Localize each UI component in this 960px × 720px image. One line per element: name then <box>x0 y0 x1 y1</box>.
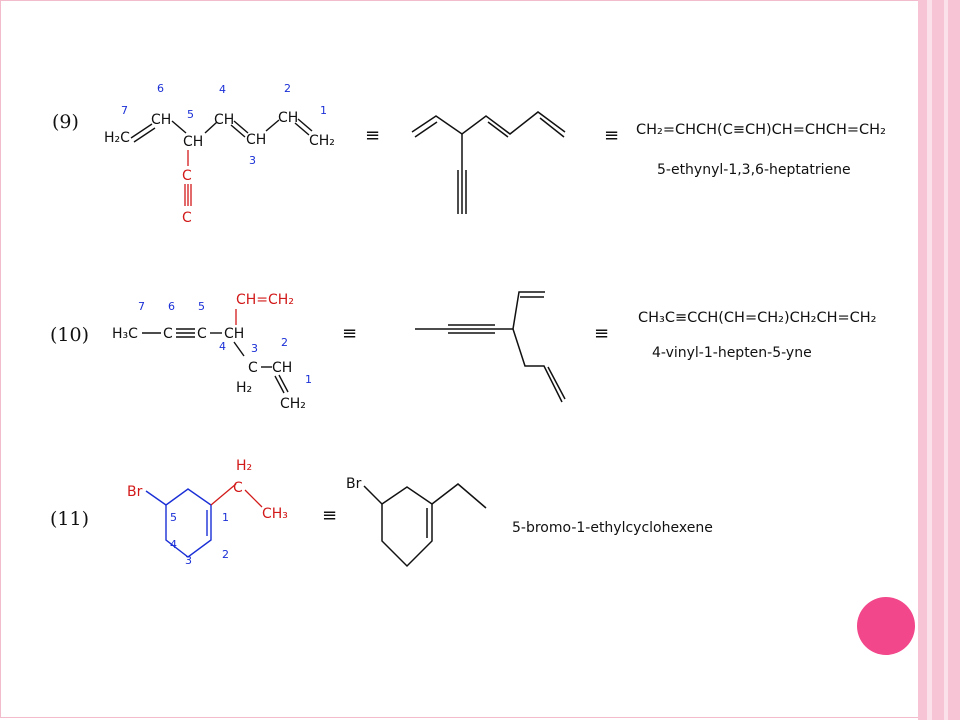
skeleton-double-bond <box>414 121 438 138</box>
skeleton-double-bond <box>547 366 566 400</box>
skeletal-structure: Br <box>346 476 487 568</box>
carbon-number: 5 <box>198 300 205 313</box>
double-bond <box>130 123 153 139</box>
atom-c2: CH <box>272 360 292 376</box>
example-label: (11) <box>50 508 89 530</box>
atom-alkyne-c: C <box>182 168 192 184</box>
molecular-formula: CH₃C≡CCH(CH=CH₂)CH₂CH=CH₂ <box>638 310 876 326</box>
skeletal-structure <box>415 291 566 403</box>
atom-h2: H₂ <box>236 458 252 474</box>
carbon-number: 4 <box>170 538 177 551</box>
carbon-number: 4 <box>219 340 226 353</box>
skeleton-ring <box>381 486 433 568</box>
atom-vinyl: CH=CH₂ <box>236 292 294 308</box>
atom-c4: CH <box>224 326 244 342</box>
equivalence-symbol: ≡ <box>365 125 380 146</box>
carbon-number: 1 <box>222 511 229 524</box>
skeleton-vinyl <box>512 291 545 330</box>
example-11: (11) Br H₂ C CH₃ 5 1 4 3 2 ≡ Br 5-bromo-… <box>50 458 713 568</box>
atom-c7: H₃C <box>112 326 138 342</box>
atom-c6: C <box>163 326 173 342</box>
right-border-stripe <box>918 0 960 720</box>
carbon-number: 4 <box>219 83 226 96</box>
ethyl-bond <box>244 489 263 508</box>
single-bond <box>171 120 187 134</box>
ethyl-bond <box>210 483 237 506</box>
iupac-name: 4-vinyl-1-hepten-5-yne <box>652 345 812 361</box>
double-bond <box>230 124 246 138</box>
atom-c1: CH₂ <box>280 396 306 412</box>
carbon-number: 1 <box>320 104 327 117</box>
carbon-number: 2 <box>284 82 291 95</box>
atom-c2: CH <box>278 110 298 126</box>
atom-ch3: CH₃ <box>262 506 288 522</box>
skeletal-structure <box>411 111 566 214</box>
single-bond <box>265 119 280 132</box>
single-bond <box>204 121 218 134</box>
double-bond <box>133 127 156 143</box>
molecular-formula: CH₂=CHCH(C≡CH)CH=CHCH=CH₂ <box>636 122 886 138</box>
carbon-number: 1 <box>305 373 312 386</box>
cyclohexene-ring <box>165 488 212 558</box>
carbon-number: 7 <box>138 300 145 313</box>
ring-bond <box>145 490 167 506</box>
carbon-number: 5 <box>170 511 177 524</box>
atom-c3: C <box>248 360 258 376</box>
example-9: (9) H₂C CH CH CH CH CH CH₂ C C 7 6 5 4 3… <box>52 82 886 226</box>
skeleton-br-bond <box>363 485 383 505</box>
iupac-name: 5-bromo-1-ethylcyclohexene <box>512 520 713 536</box>
equivalence-symbol: ≡ <box>594 323 609 344</box>
atom-c3-h2: H₂ <box>236 380 252 396</box>
example-label: (9) <box>52 111 79 133</box>
carbon-number: 6 <box>168 300 175 313</box>
example-label: (10) <box>50 324 89 346</box>
atom-alkyne-c: C <box>182 210 192 226</box>
slide-frame <box>0 0 918 718</box>
double-bond <box>274 375 285 394</box>
atom-br: Br <box>346 476 362 492</box>
equivalence-symbol: ≡ <box>322 505 337 526</box>
carbon-number: 3 <box>249 154 256 167</box>
skeleton-ethyl <box>431 483 487 509</box>
iupac-name: 5-ethynyl-1,3,6-heptatriene <box>657 162 851 178</box>
carbon-number: 3 <box>185 554 192 567</box>
carbon-number: 2 <box>281 336 288 349</box>
right-border-stripe-light <box>927 0 932 720</box>
atom-c6: CH <box>151 112 171 128</box>
skeleton-chain <box>411 111 566 135</box>
atom-c4: CH <box>214 112 234 128</box>
equivalence-symbol: ≡ <box>342 323 357 344</box>
carbon-number: 7 <box>121 104 128 117</box>
atom-c5: CH <box>183 134 203 150</box>
right-border-stripe-light-2 <box>944 0 948 720</box>
double-bond <box>297 118 313 132</box>
atom-c7: H₂C <box>104 130 130 146</box>
atom-c5: C <box>197 326 207 342</box>
atom-c: C <box>233 480 243 496</box>
carbon-number: 5 <box>187 108 194 121</box>
carbon-number: 3 <box>251 342 258 355</box>
pink-circle-decoration <box>857 597 915 655</box>
atom-c1: CH₂ <box>309 133 335 149</box>
atom-br: Br <box>127 484 143 500</box>
double-bond <box>278 374 289 393</box>
double-bond <box>233 120 249 134</box>
single-bond <box>233 341 245 357</box>
skeleton-double-bond <box>539 117 565 138</box>
equivalence-symbol: ≡ <box>604 125 619 146</box>
double-bond <box>294 122 310 136</box>
example-10: (10) H₃C C C CH CH=CH₂ C H₂ CH CH₂ 7 6 5… <box>50 291 876 412</box>
atom-c3: CH <box>246 132 266 148</box>
skeleton-double-bond <box>487 121 509 138</box>
carbon-number: 6 <box>157 82 164 95</box>
skeleton-allyl <box>512 328 563 403</box>
carbon-number: 2 <box>222 548 229 561</box>
